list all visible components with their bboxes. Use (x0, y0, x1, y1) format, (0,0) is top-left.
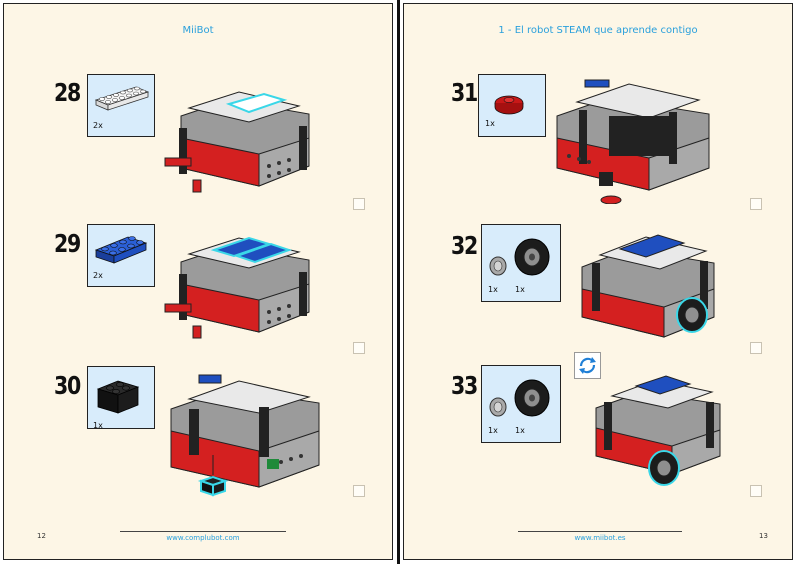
black-brick-2x2-icon (96, 380, 140, 414)
step-checkbox[interactable] (750, 485, 762, 497)
quantity-label: 1x (93, 421, 103, 430)
step-checkbox[interactable] (353, 342, 365, 354)
footer-link[interactable]: www.miibot.es (574, 534, 626, 542)
robot-build-model-step-33 (595, 375, 721, 486)
robot-build-model-step-30 (170, 374, 320, 497)
blue-plate-2x4-icon (94, 236, 148, 264)
rotate-model-button[interactable] (574, 352, 601, 379)
quantity-label: 1x (515, 426, 525, 435)
step-checkbox[interactable] (353, 485, 365, 497)
wheel-parts-icon (489, 379, 550, 417)
left-page: MiiBot 28 2x 29 (3, 3, 393, 560)
step-number: 28 (54, 78, 81, 107)
step-checkbox[interactable] (353, 198, 365, 210)
right-page: 1 - El robot STEAM que aprende contigo 3… (403, 3, 793, 560)
page-header: MiiBot (182, 25, 214, 36)
step-checkbox[interactable] (750, 342, 762, 354)
page-number: 13 (759, 532, 768, 540)
step-number: 33 (451, 371, 478, 400)
black-wheel-icon (514, 379, 550, 417)
footer-rule (518, 531, 682, 532)
parts-callout: 2x (87, 74, 155, 137)
parts-callout: 2x (87, 224, 155, 287)
white-plate-2x6-icon (94, 86, 150, 111)
quantity-label: 1x (488, 426, 498, 435)
step-checkbox[interactable] (750, 198, 762, 210)
quantity-label: 1x (488, 285, 498, 294)
page-header: 1 - El robot STEAM que aprende contigo (498, 25, 698, 36)
wheel-parts-icon (489, 238, 550, 276)
quantity-label: 2x (93, 271, 103, 280)
robot-build-model-step-32 (581, 234, 715, 338)
step-number: 30 (54, 371, 81, 400)
parts-callout: 1x (87, 366, 155, 430)
footer-rule (120, 531, 286, 532)
page-number: 12 (37, 532, 46, 540)
quantity-label: 1x (485, 119, 495, 128)
page-spread-divider (397, 0, 400, 564)
robot-build-model-step-28 (164, 91, 310, 193)
parts-callout: 1x (478, 74, 546, 137)
grey-hub-icon (489, 256, 507, 276)
step-number: 32 (451, 231, 478, 260)
grey-hub-icon (489, 397, 507, 417)
quantity-label: 1x (515, 285, 525, 294)
quantity-label: 2x (93, 121, 103, 130)
footer-link[interactable]: www.complubot.com (166, 534, 240, 542)
robot-build-model-step-29 (164, 236, 310, 339)
rotate-model-icon (579, 357, 596, 374)
parts-callout: 1x 1x (481, 365, 561, 443)
red-round-plate-icon (494, 95, 524, 115)
robot-build-model-step-31 (556, 79, 710, 204)
step-number: 29 (54, 229, 81, 258)
step-number: 31 (451, 78, 478, 107)
black-wheel-icon (514, 238, 550, 276)
parts-callout: 1x 1x (481, 224, 561, 302)
